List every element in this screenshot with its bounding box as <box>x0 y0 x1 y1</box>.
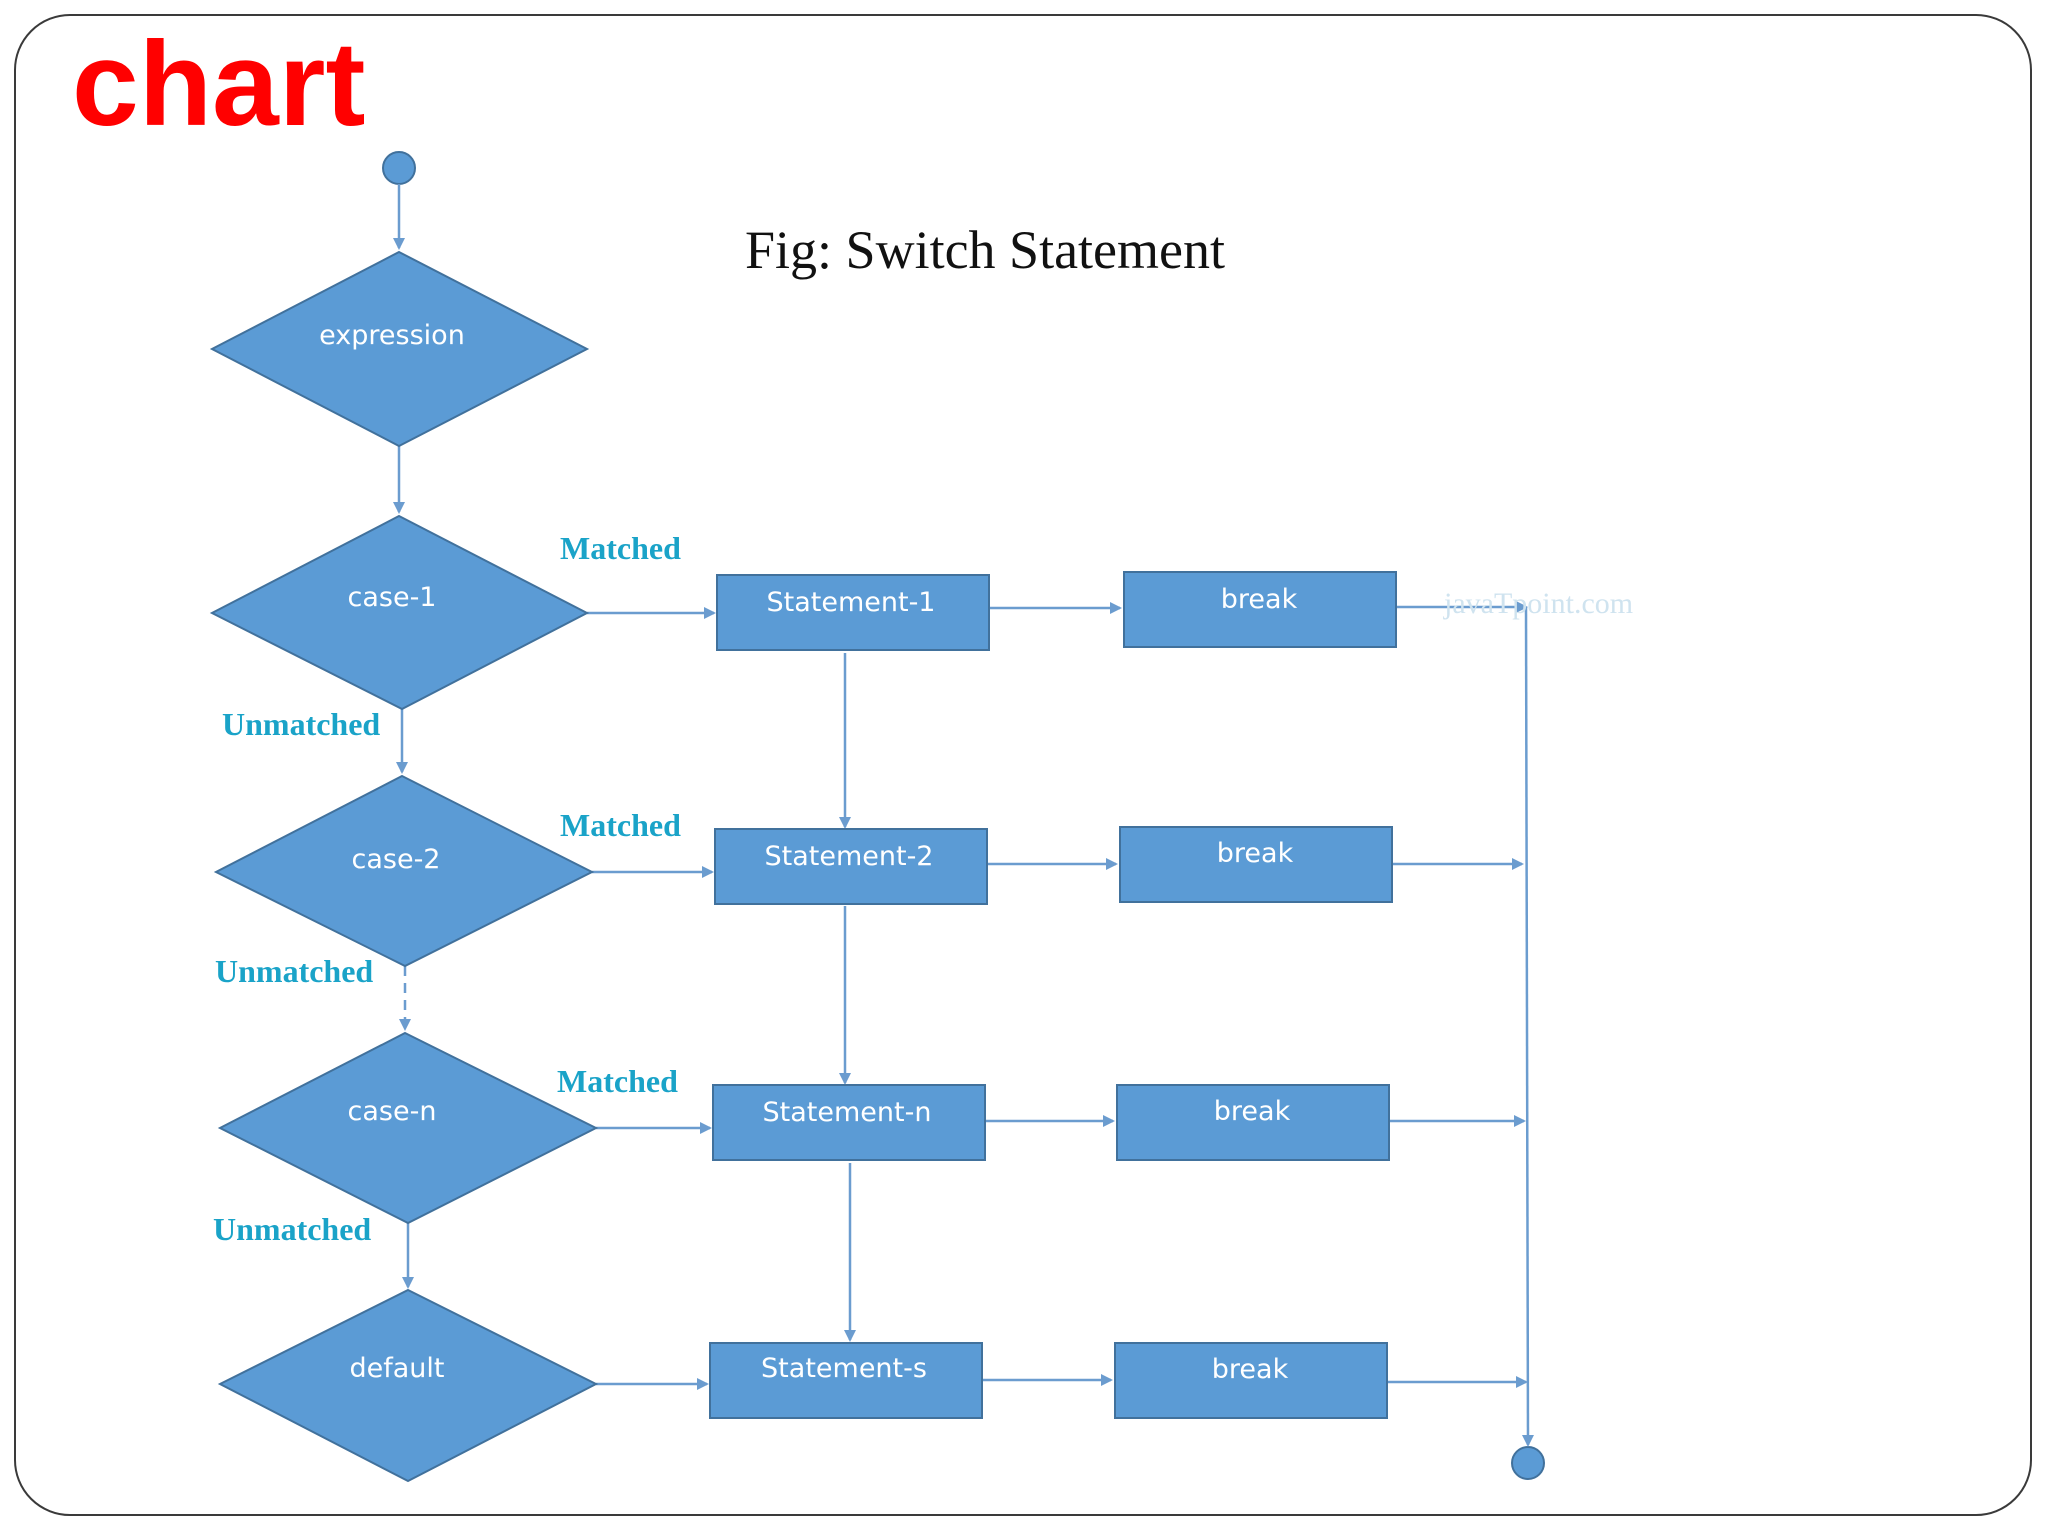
statement-n-box <box>712 1084 986 1161</box>
edge-exit-line <box>1521 606 1534 1447</box>
figure-caption: Fig: Switch Statement <box>745 220 1225 280</box>
end-node <box>1511 1446 1545 1480</box>
start-node <box>382 151 416 185</box>
expression-decision <box>209 250 590 448</box>
watermark: javaTpoint.com <box>1443 587 1633 620</box>
statement-s-box <box>709 1342 983 1419</box>
matched-label-n: Matched <box>557 1063 678 1099</box>
slide-title: chart <box>72 17 366 151</box>
statement-2-box <box>714 828 988 905</box>
unmatched-label-2: Unmatched <box>215 953 373 989</box>
matched-label-2: Matched <box>560 807 681 843</box>
case-2-decision <box>213 774 595 968</box>
statement-1-label: Statement-1 <box>766 587 935 618</box>
statement-s-label: Statement-s <box>761 1353 927 1384</box>
matched-label-1: Matched <box>560 530 681 566</box>
unmatched-label-1: Unmatched <box>222 706 380 742</box>
break-s-label: break <box>1212 1354 1289 1385</box>
default-decision <box>217 1288 599 1483</box>
unmatched-label-n: Unmatched <box>213 1211 371 1247</box>
case-n-label: case-n <box>348 1096 437 1127</box>
default-label: default <box>349 1353 444 1384</box>
statement-2-label: Statement-2 <box>764 841 933 872</box>
break-1-box <box>1123 571 1397 648</box>
break-2-label: break <box>1217 838 1294 869</box>
break-1-label: break <box>1221 584 1298 615</box>
expression-label: expression <box>319 320 465 351</box>
case-1-label: case-1 <box>348 582 437 613</box>
case-n-decision <box>217 1031 599 1225</box>
break-n-label: break <box>1214 1096 1291 1127</box>
break-2-box <box>1119 826 1393 903</box>
break-n-box <box>1116 1084 1390 1161</box>
case-1-decision <box>209 514 590 711</box>
slide-frame <box>14 14 2032 1516</box>
break-s-box <box>1114 1342 1388 1419</box>
statement-1-box <box>716 574 990 651</box>
case-2-label: case-2 <box>352 844 441 875</box>
statement-n-label: Statement-n <box>763 1097 932 1128</box>
